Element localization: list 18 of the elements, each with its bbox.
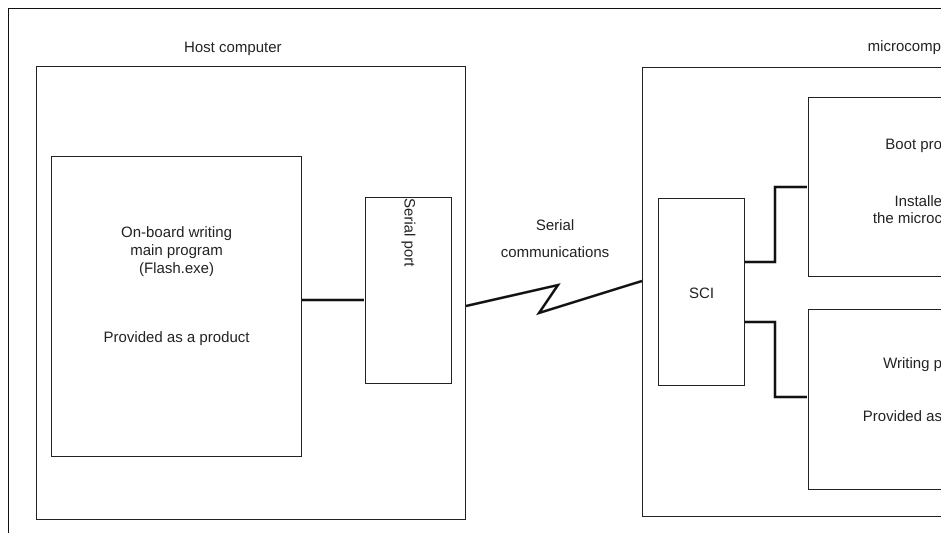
connector-line <box>301 298 364 302</box>
box-note: Installe <box>894 193 941 211</box>
zigzag-line <box>466 280 642 316</box>
box-text: Serial port <box>400 198 418 268</box>
box-text: SCI <box>688 285 715 303</box>
box-title: Host computer <box>184 39 282 57</box>
connector-line <box>744 186 807 264</box>
box-text: Writing p <box>883 355 941 373</box>
port-box <box>365 197 452 384</box>
box-note: Provided as a product <box>102 329 250 347</box>
connector-line <box>744 320 807 398</box>
program-box <box>808 97 941 277</box>
box-title: microcomp <box>868 38 941 56</box>
program-box <box>51 156 302 457</box>
box-text: Boot pro <box>885 136 941 154</box>
interface-box <box>658 198 745 386</box>
program-box <box>808 309 941 490</box>
box-text: On-board writing main program (Flash.exe) <box>120 224 233 278</box>
